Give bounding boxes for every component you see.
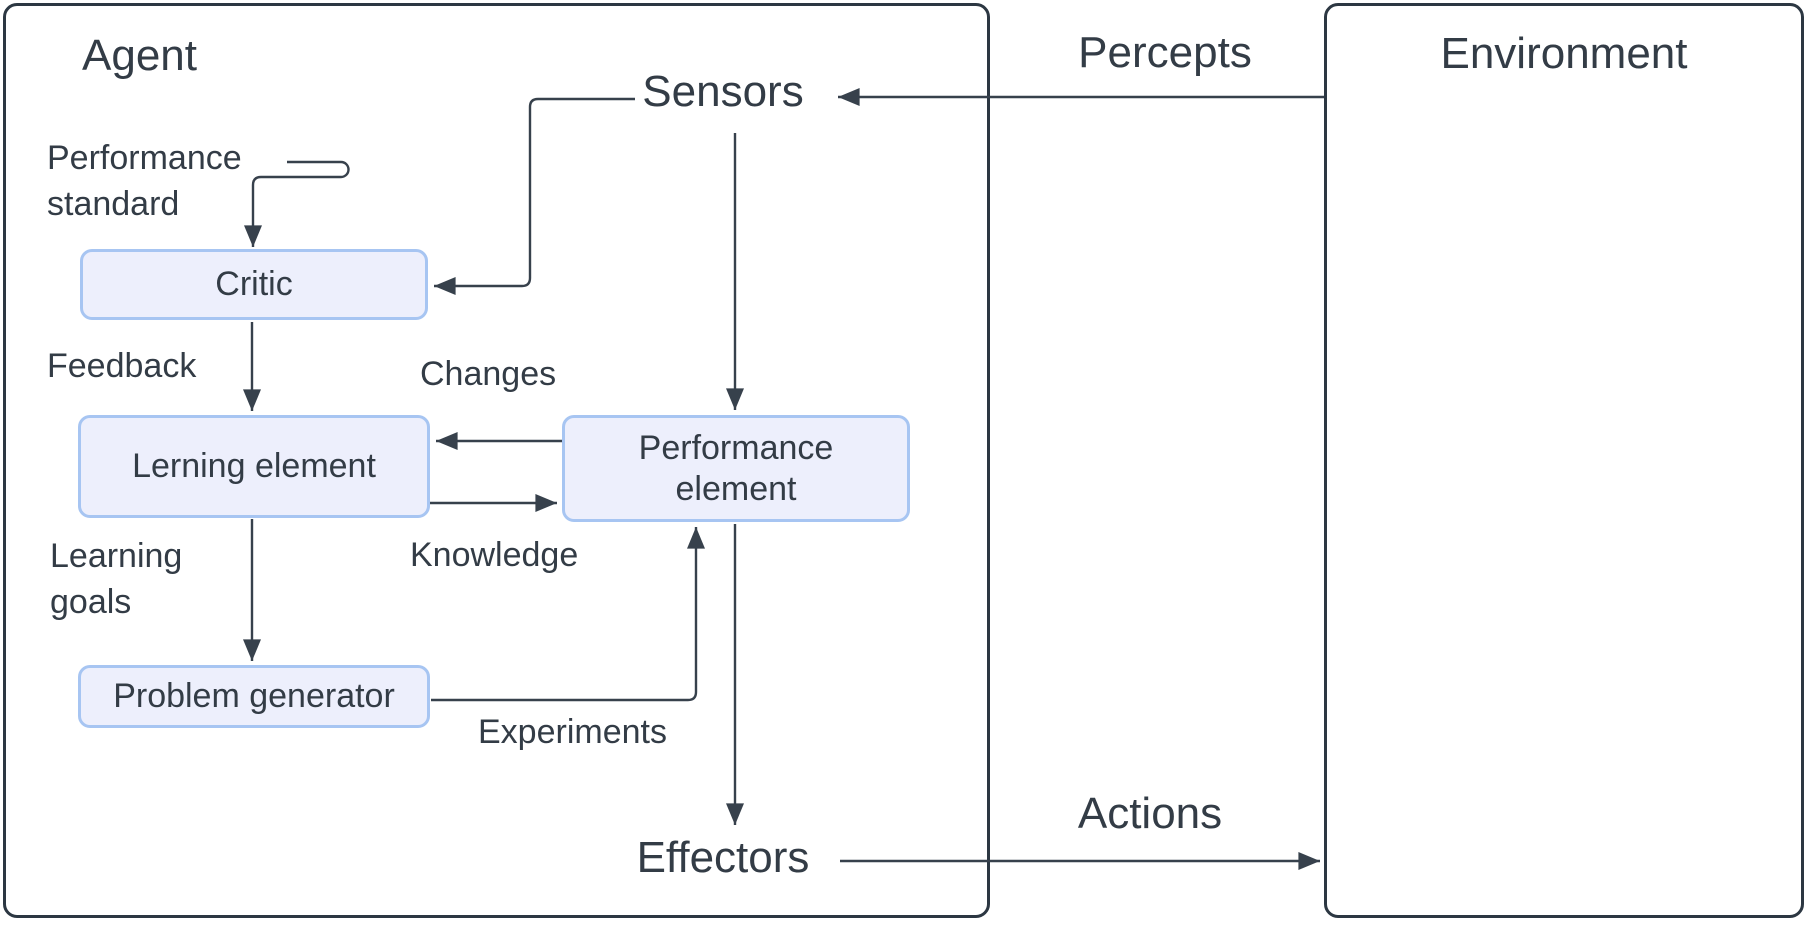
- agent-title: Agent: [82, 31, 197, 80]
- knowledge-label: Knowledge: [410, 536, 579, 574]
- actions-label: Actions: [1077, 789, 1223, 838]
- sensors-to-critic-arrow: [434, 97, 635, 295]
- environment-title: Environment: [1440, 29, 1688, 78]
- performance-standard-hook-arrow: [244, 160, 350, 247]
- environment-container: [1324, 3, 1804, 918]
- experiments-label: Experiments: [478, 713, 667, 751]
- performance-element-node: Performance element: [562, 415, 910, 522]
- learning-element-node: Lerning element: [78, 415, 430, 518]
- critic-node: Critic: [80, 249, 428, 320]
- sensors-label: Sensors: [642, 67, 804, 116]
- experiments-arrow: [431, 526, 705, 702]
- effectors-label: Effectors: [636, 833, 810, 882]
- problem-generator-node: Problem generator: [78, 665, 430, 728]
- changes-label: Changes: [420, 355, 557, 393]
- feedback-label: Feedback: [47, 347, 197, 385]
- performance-standard-label: Performance standard: [47, 139, 242, 223]
- learning-goals-label: Learning goals: [50, 537, 183, 621]
- percepts-label: Percepts: [1078, 28, 1252, 77]
